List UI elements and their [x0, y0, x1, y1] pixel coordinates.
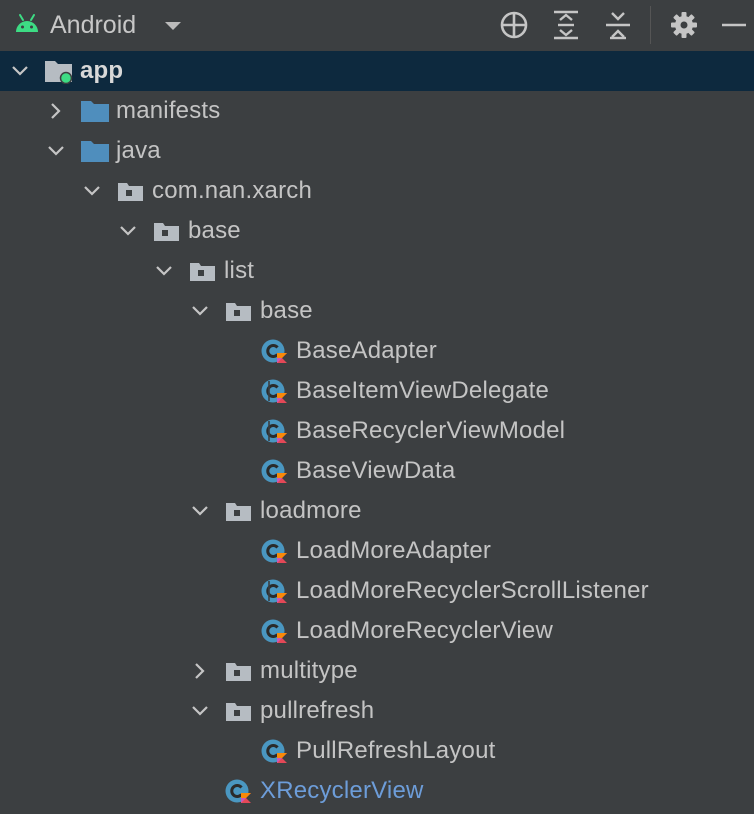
kotlin-class-icon	[260, 338, 290, 364]
android-icon	[16, 14, 38, 32]
chevron-down-icon[interactable]	[46, 141, 66, 161]
tree-node-baseadapter[interactable]: BaseAdapter	[0, 331, 754, 371]
toolbar-separator	[650, 6, 651, 44]
tree-node-label: com.nan.xarch	[152, 177, 313, 204]
chevron-right-icon[interactable]	[46, 101, 66, 121]
gear-icon[interactable]	[667, 8, 701, 42]
package-icon	[188, 258, 218, 284]
crosshair-icon[interactable]	[497, 8, 531, 42]
package-icon	[224, 298, 254, 324]
kotlin-class-icon	[260, 618, 290, 644]
kotlin-abstract-class-icon	[260, 378, 290, 404]
package-icon	[152, 218, 182, 244]
tree-node-label: base	[260, 297, 313, 324]
chevron-down-icon[interactable]	[154, 261, 174, 281]
module-icon	[44, 58, 74, 85]
tree-node-label: manifests	[116, 97, 221, 124]
chevron-down-icon[interactable]	[10, 61, 30, 81]
tree-node-baseitemviewdelegate[interactable]: BaseItemViewDelegate	[0, 371, 754, 411]
chevron-right-icon[interactable]	[190, 661, 210, 681]
kotlin-class-icon	[260, 738, 290, 764]
project-toolbar: Android	[0, 0, 754, 53]
tree-node-app[interactable]: app	[0, 51, 754, 91]
kotlin-class-icon	[260, 538, 290, 564]
tree-node-base[interactable]: base	[0, 291, 754, 331]
tree-node-loadmorerecyclerview[interactable]: LoadMoreRecyclerView	[0, 611, 754, 651]
tree-node-label: BaseViewData	[296, 457, 456, 484]
kotlin-class-icon	[224, 778, 254, 804]
tree-node-label: PullRefreshLayout	[296, 737, 496, 764]
tree-node-label: BaseItemViewDelegate	[296, 377, 550, 404]
tree-node-base[interactable]: base	[0, 211, 754, 251]
package-icon	[224, 658, 254, 684]
tree-node-com-nan-xarch[interactable]: com.nan.xarch	[0, 171, 754, 211]
tree-node-label: base	[188, 217, 241, 244]
tree-node-label: list	[224, 257, 255, 284]
tree-node-label: XRecyclerView	[260, 777, 424, 804]
minimize-icon[interactable]	[718, 8, 750, 42]
package-icon	[224, 698, 254, 724]
tree-node-loadmorerecyclerscrolllistener[interactable]: LoadMoreRecyclerScrollListener	[0, 571, 754, 611]
chevron-down-icon[interactable]	[118, 221, 138, 241]
chevron-down-icon[interactable]	[190, 301, 210, 321]
chevron-down-icon[interactable]	[190, 501, 210, 521]
package-icon	[116, 178, 146, 204]
tree-node-list[interactable]: list	[0, 251, 754, 291]
tree-node-label: app	[80, 57, 124, 84]
kotlin-class-icon	[260, 458, 290, 484]
chevron-down-icon[interactable]	[82, 181, 102, 201]
tree-node-label: LoadMoreAdapter	[296, 537, 492, 564]
tree-node-label: loadmore	[260, 497, 362, 524]
tree-node-pullrefreshlayout[interactable]: PullRefreshLayout	[0, 731, 754, 771]
tree-node-label: java	[116, 137, 161, 164]
kotlin-abstract-class-icon	[260, 418, 290, 444]
collapse-all-icon[interactable]	[601, 8, 635, 42]
tree-node-multitype[interactable]: multitype	[0, 651, 754, 691]
tree-node-java[interactable]: java	[0, 131, 754, 171]
folder-icon	[80, 98, 110, 124]
chevron-down-icon	[165, 22, 181, 30]
tree-node-loadmore[interactable]: loadmore	[0, 491, 754, 531]
tree-node-label: LoadMoreRecyclerScrollListener	[296, 577, 649, 604]
tree-node-label: BaseAdapter	[296, 337, 437, 364]
tree-node-xrecyclerview[interactable]: XRecyclerView	[0, 771, 754, 811]
tree-node-label: LoadMoreRecyclerView	[296, 617, 554, 644]
tree-node-baserecyclerviewmodel[interactable]: BaseRecyclerViewModel	[0, 411, 754, 451]
chevron-down-icon[interactable]	[190, 701, 210, 721]
tree-node-pullrefresh[interactable]: pullrefresh	[0, 691, 754, 731]
tree-node-label: multitype	[260, 657, 358, 684]
tree-node-label: BaseRecyclerViewModel	[296, 417, 566, 444]
tree-node-loadmoreadapter[interactable]: LoadMoreAdapter	[0, 531, 754, 571]
kotlin-abstract-class-icon	[260, 578, 290, 604]
folder-icon	[80, 138, 110, 164]
tree-node-manifests[interactable]: manifests	[0, 91, 754, 131]
package-icon	[224, 498, 254, 524]
tree-node-label: pullrefresh	[260, 697, 375, 724]
tree-node-baseviewdata[interactable]: BaseViewData	[0, 451, 754, 491]
view-mode-label: Android	[50, 11, 137, 39]
expand-all-icon[interactable]	[549, 8, 583, 42]
